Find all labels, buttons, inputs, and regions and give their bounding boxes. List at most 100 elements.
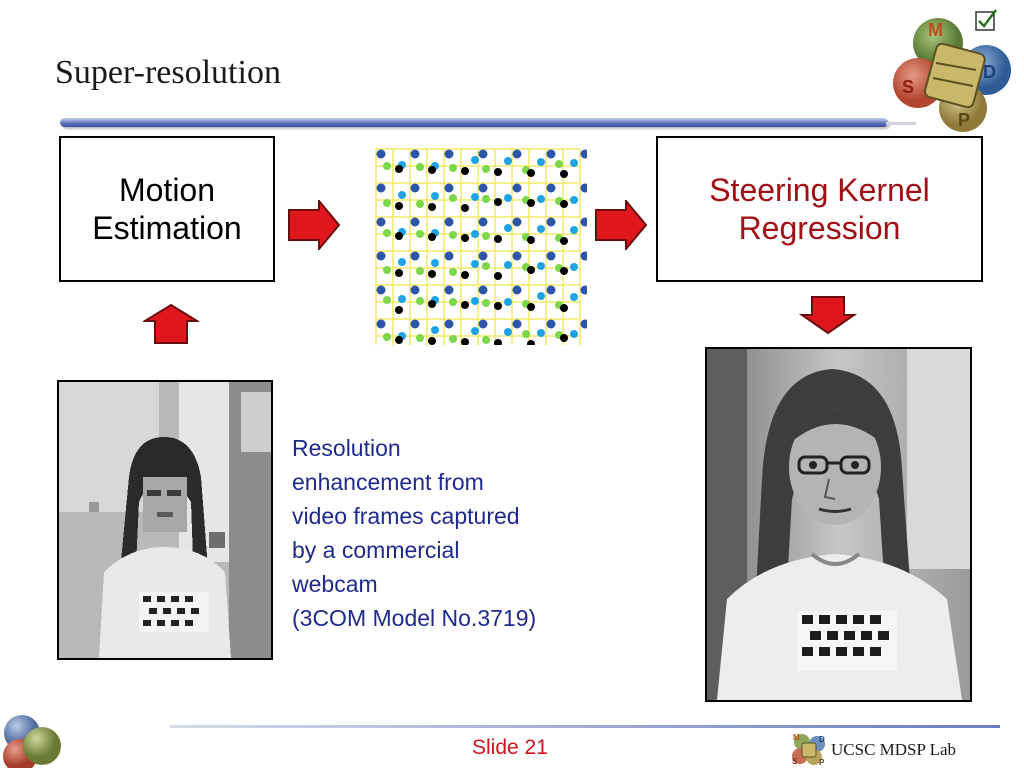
grid-base-dot xyxy=(580,217,587,227)
grid-black-dot xyxy=(527,340,535,345)
grid-blue-dot xyxy=(504,261,512,269)
svg-text:P: P xyxy=(958,110,970,130)
grid-black-dot xyxy=(461,204,469,212)
grid-green-dot xyxy=(383,229,391,237)
grid-blue-dot xyxy=(504,157,512,165)
grid-green-dot xyxy=(416,230,424,238)
grid-base-dot xyxy=(546,319,556,329)
grid-black-dot xyxy=(527,303,535,311)
grid-green-dot xyxy=(383,199,391,207)
grid-base-dot xyxy=(410,217,420,227)
grid-base-dot xyxy=(376,319,386,329)
grid-blue-dot xyxy=(570,263,578,271)
svg-text:S: S xyxy=(902,77,914,97)
grid-base-dot xyxy=(512,251,522,261)
grid-base-dot xyxy=(512,319,522,329)
grid-green-dot xyxy=(383,296,391,304)
grid-green-dot xyxy=(416,200,424,208)
grid-base-dot xyxy=(546,183,556,193)
grid-base-dot xyxy=(512,149,522,159)
grid-green-dot xyxy=(449,164,457,172)
checkbox-icon xyxy=(975,9,997,31)
grid-black-dot xyxy=(428,166,436,174)
grid-blue-dot xyxy=(537,158,545,166)
super-resolved-frame-image xyxy=(705,347,972,702)
grid-green-dot xyxy=(482,165,490,173)
grid-blue-dot xyxy=(570,293,578,301)
grid-black-dot xyxy=(461,234,469,242)
down-arrow-icon xyxy=(798,296,858,335)
grid-blue-dot xyxy=(398,258,406,266)
grid-green-dot xyxy=(482,299,490,307)
svg-text:D: D xyxy=(983,62,996,82)
grid-green-dot xyxy=(482,195,490,203)
grid-green-dot xyxy=(416,334,424,342)
grid-black-dot xyxy=(527,266,535,274)
steering-kernel-regression-label: Steering Kernel Regression xyxy=(709,171,930,246)
grid-black-dot xyxy=(461,301,469,309)
grid-green-dot xyxy=(383,266,391,274)
grid-black-dot xyxy=(395,202,403,210)
low-resolution-frame-image xyxy=(57,380,273,660)
grid-blue-dot xyxy=(471,156,479,164)
grid-green-dot xyxy=(416,163,424,171)
grid-base-dot xyxy=(546,251,556,261)
grid-green-dot xyxy=(449,194,457,202)
grid-blue-dot xyxy=(431,259,439,267)
grid-blue-dot xyxy=(431,192,439,200)
grid-base-dot xyxy=(478,285,488,295)
grid-base-dot xyxy=(410,319,420,329)
grid-blue-dot xyxy=(471,230,479,238)
grid-base-dot xyxy=(376,217,386,227)
grid-base-dot xyxy=(580,183,587,193)
grid-green-dot xyxy=(416,297,424,305)
grid-base-dot xyxy=(478,217,488,227)
mdsp-small-logo-icon: M D S P xyxy=(792,733,825,766)
grid-blue-dot xyxy=(537,195,545,203)
grid-base-dot xyxy=(444,149,454,159)
grid-green-dot xyxy=(383,162,391,170)
up-arrow-icon xyxy=(143,303,199,344)
grid-black-dot xyxy=(428,337,436,345)
grid-blue-dot xyxy=(398,295,406,303)
grid-green-dot xyxy=(449,231,457,239)
sample-grid xyxy=(375,148,587,345)
grid-green-dot xyxy=(482,336,490,344)
grid-black-dot xyxy=(527,169,535,177)
svg-text:D: D xyxy=(819,735,825,744)
right-arrow-icon xyxy=(288,200,341,250)
motion-estimation-label: Motion Estimation xyxy=(92,171,242,246)
svg-text:M: M xyxy=(793,733,800,742)
grid-base-dot xyxy=(376,285,386,295)
grid-green-dot xyxy=(482,232,490,240)
grid-base-dot xyxy=(512,183,522,193)
steering-kernel-regression-box: Steering Kernel Regression xyxy=(656,136,983,282)
grid-black-dot xyxy=(560,267,568,275)
grid-black-dot xyxy=(461,167,469,175)
grid-blue-dot xyxy=(537,292,545,300)
grid-base-dot xyxy=(478,251,488,261)
grid-black-dot xyxy=(560,334,568,342)
footer-divider xyxy=(170,725,1000,728)
grid-base-dot xyxy=(444,285,454,295)
grid-black-dot xyxy=(494,302,502,310)
slide-title: Super-resolution xyxy=(55,54,281,91)
grid-black-dot xyxy=(527,199,535,207)
grid-black-dot xyxy=(494,198,502,206)
grid-base-dot xyxy=(580,251,587,261)
grid-green-dot xyxy=(449,298,457,306)
grid-blue-dot xyxy=(471,327,479,335)
grid-black-dot xyxy=(395,165,403,173)
grid-blue-dot xyxy=(504,224,512,232)
grid-black-dot xyxy=(494,272,502,280)
grid-black-dot xyxy=(395,269,403,277)
grid-green-dot xyxy=(555,160,563,168)
grid-blue-dot xyxy=(504,194,512,202)
grid-base-dot xyxy=(376,183,386,193)
description-text: Resolution enhancement from video frames… xyxy=(292,435,537,631)
grid-blue-dot xyxy=(431,326,439,334)
grid-black-dot xyxy=(560,237,568,245)
grid-base-dot xyxy=(410,251,420,261)
grid-base-dot xyxy=(410,149,420,159)
grid-base-dot xyxy=(410,285,420,295)
